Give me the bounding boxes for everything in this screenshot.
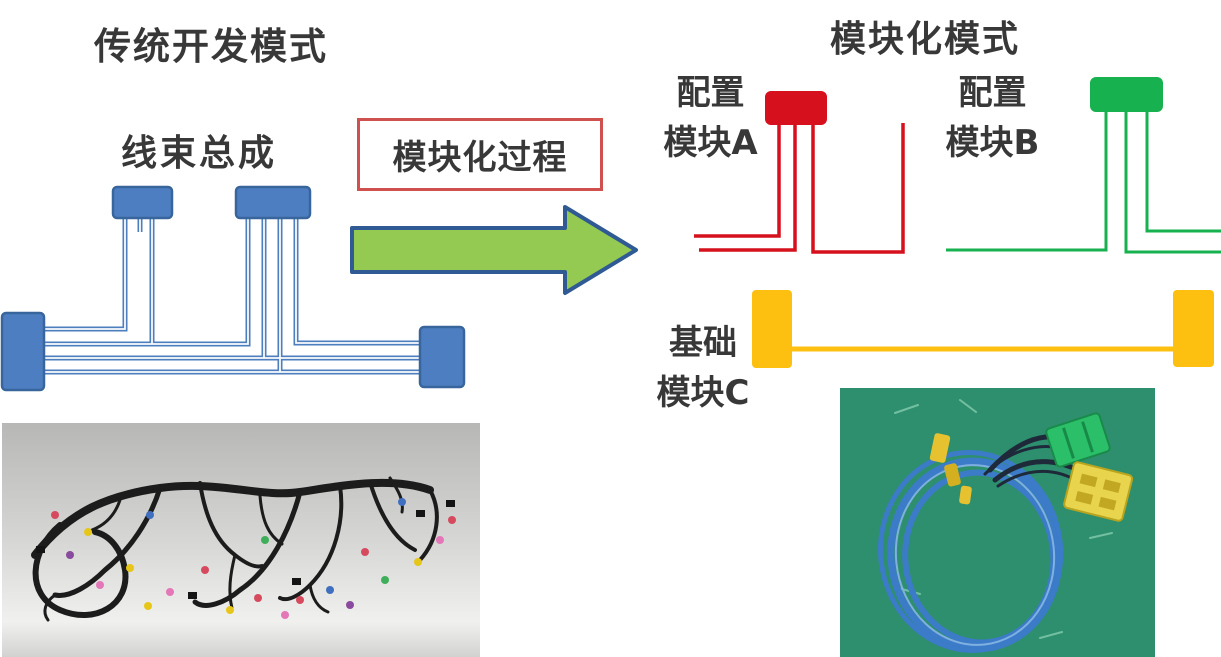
- module-c-label-line2: 模块C: [656, 373, 750, 413]
- traditional-harness-photo: [2, 423, 480, 657]
- green-connector: [1045, 412, 1111, 468]
- harness-assembly-label: 线束总成: [121, 133, 278, 174]
- modularization-process-box: 模块化过程: [357, 118, 603, 191]
- right-connector: [418, 325, 466, 389]
- arrow-right-shape: [350, 205, 638, 295]
- photo-background-gray: [2, 423, 480, 657]
- module-b-label-line1: 配置: [958, 73, 1027, 113]
- modular-harness-photo: [840, 388, 1155, 657]
- left-panel-title: 传统开发模式: [94, 25, 328, 68]
- module-a-connector: [765, 91, 827, 125]
- module-a-label-line1: 配置: [676, 73, 745, 113]
- module-a-label: 配置 模块A: [648, 68, 773, 168]
- blue-wire-coil: [878, 450, 1064, 653]
- top-connector-1: [111, 185, 174, 220]
- module-a-label-line2: 模块A: [663, 123, 758, 163]
- module-c-label: 基础 模块C: [645, 318, 761, 418]
- module-b-label: 配置 模块B: [930, 68, 1055, 168]
- harness-connector-tips: [36, 498, 456, 619]
- module-b-connector: [1090, 77, 1163, 112]
- surface-scratches: [894, 399, 1113, 639]
- right-panel-title: 模块化模式: [830, 19, 1021, 60]
- modules-schematic: [694, 77, 1221, 368]
- left-connector: [0, 311, 46, 392]
- modularization-arrow-icon: [350, 205, 638, 295]
- module-b-label-line2: 模块B: [945, 123, 1040, 163]
- module-b-schematic: [946, 77, 1221, 254]
- module-c-connector-left: [752, 290, 792, 368]
- module-c-connector-right: [1173, 290, 1214, 367]
- module-c-schematic: [752, 290, 1214, 368]
- yellow-connector: [1063, 461, 1134, 522]
- top-connector-2: [234, 185, 312, 220]
- module-c-label-line1: 基础: [669, 323, 737, 363]
- traditional-harness-schematic: [0, 185, 466, 392]
- modularization-process-label: 模块化过程: [392, 138, 568, 178]
- photo-background-green: [840, 388, 1155, 657]
- module-a-schematic: [694, 91, 905, 254]
- yellow-tape-ties: [929, 433, 972, 505]
